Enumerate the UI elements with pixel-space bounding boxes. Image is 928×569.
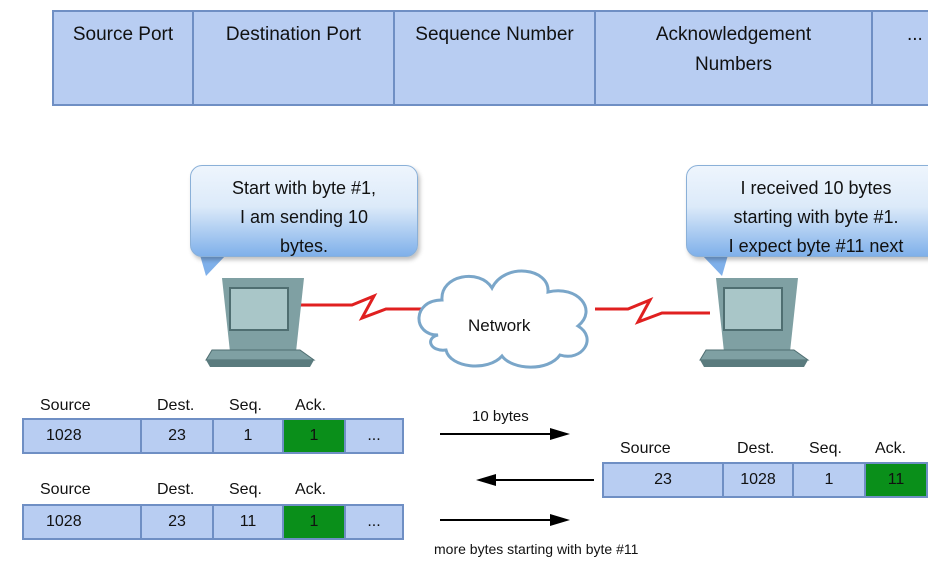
reply-label-seq: Seq. [809, 440, 842, 457]
label-dest: Dest. [157, 397, 195, 414]
segment2-seq: 11 [212, 504, 284, 540]
receiver-speech-bubble: I received 10 bytes starting with byte #… [686, 165, 928, 257]
segment2-ack: 1 [282, 504, 346, 540]
arrow-right-first [440, 428, 570, 440]
reply-dest: 1028 [722, 462, 794, 498]
header-field-source-port: Source Port [52, 10, 194, 106]
header-field-destination-port: Destination Port [192, 10, 395, 106]
header-field-sequence-number: Sequence Number [393, 10, 596, 106]
arrow-left-reply [476, 474, 594, 486]
arrow-second-label: more bytes starting with byte #11 [434, 541, 639, 557]
reply-label-ack: Ack. [875, 440, 907, 457]
header-field-acknowledgement-numbers: Acknowledgement Numbers [594, 10, 873, 106]
reply-label-source: Source [620, 440, 671, 457]
segment1-dest: 23 [140, 418, 214, 454]
network-label: Network [468, 316, 531, 335]
label2-ack: Ack. [295, 481, 327, 498]
segment2-dest: 23 [140, 504, 214, 540]
link-left [300, 293, 428, 321]
reply-source: 23 [602, 462, 724, 498]
header-field-more: ... [871, 10, 928, 106]
sender-computer-icon [205, 278, 316, 367]
segment1-ack: 1 [282, 418, 346, 454]
segment2-source: 1028 [22, 504, 142, 540]
receiver-computer-icon [699, 278, 810, 367]
label2-source: Source [40, 481, 91, 498]
label-ack: Ack. [295, 397, 327, 414]
receiver-bubble-tail [702, 255, 728, 276]
segment1-seq: 1 [212, 418, 284, 454]
sender-speech-bubble: Start with byte #1, I am sending 10 byte… [190, 165, 418, 257]
network-cloud-icon [417, 269, 589, 369]
reply-ack: 11 [864, 462, 928, 498]
label2-dest: Dest. [157, 481, 195, 498]
sender-bubble-tail [200, 255, 226, 276]
reply-seq: 1 [792, 462, 866, 498]
label-seq: Seq. [229, 397, 262, 414]
link-right [595, 297, 710, 325]
segment1-more: ... [344, 418, 404, 454]
segment1-source: 1028 [22, 418, 142, 454]
label-source: Source [40, 397, 91, 414]
reply-label-dest: Dest. [737, 440, 775, 457]
arrow-right-second [440, 514, 570, 526]
arrow-first-label: 10 bytes [472, 408, 529, 425]
segment2-more: ... [344, 504, 404, 540]
label2-seq: Seq. [229, 481, 262, 498]
